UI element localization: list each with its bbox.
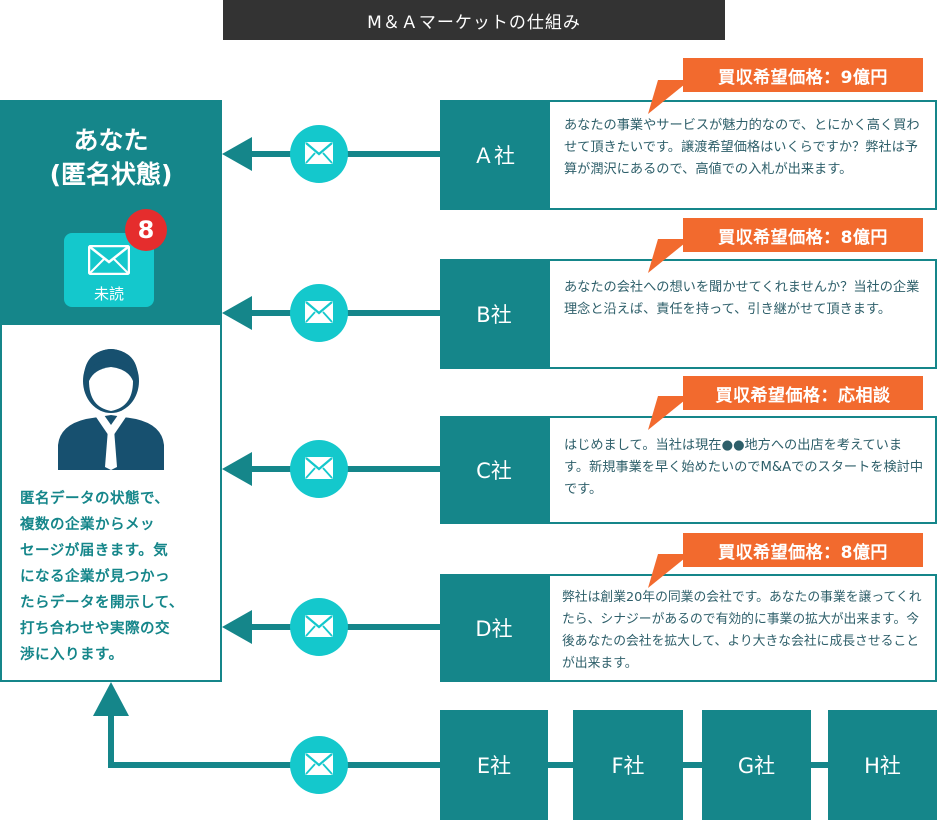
arrow-line-up (108, 712, 114, 768)
message-card-a: あなたの事業やサービスが魅力的なので、とにかく高く買わせて頂きたいです。譲渡希望… (548, 100, 937, 210)
message-card-d: 弊社は創業20年の同業の会社です。あなたの事業を譲ってくれたら、シナジーがあるの… (548, 574, 937, 682)
arrow-head-a (222, 137, 252, 171)
price-tag-d: 買収希望価格：8億円 (683, 533, 923, 567)
company-d[interactable]: D社 (440, 574, 548, 682)
company-g[interactable]: G社 (702, 710, 811, 820)
arrow-head-d (222, 610, 252, 644)
price-tag-pointer (648, 396, 690, 430)
mail-icon (305, 753, 333, 775)
you-title-line2: (匿名状態) (49, 160, 173, 189)
you-desc-line: たらデータを開示して、 (20, 595, 184, 611)
arrow-line-bottom (108, 762, 440, 768)
company-a[interactable]: Ａ社 (440, 100, 548, 210)
arrow-head-up (93, 682, 129, 716)
arrow-head-b (222, 296, 252, 330)
you-description: 匿名データの状態で、 複数の企業からメッ セージが届きます。気 になる企業が見つ… (20, 486, 206, 668)
person-icon (58, 349, 164, 470)
you-desc-line: 打ち合わせや実際の交 (20, 621, 170, 637)
price-tag-b: 買収希望価格：8億円 (683, 218, 923, 252)
you-desc-line: 匿名データの状態で、 (20, 491, 170, 507)
price-tag-pointer (648, 239, 690, 273)
price-tag-a: 買収希望価格：9億円 (683, 58, 923, 92)
price-tag-pointer (648, 554, 690, 588)
company-f[interactable]: F社 (573, 710, 683, 820)
mail-icon (305, 142, 333, 164)
you-desc-line: 複数の企業からメッ (20, 517, 155, 533)
message-card-c: はじめまして。当社は現在●●地方への出店を考えています。新規事業を早く始めたいの… (548, 416, 937, 524)
company-h[interactable]: H社 (828, 710, 937, 820)
price-tag-pointer (648, 80, 690, 114)
arrow-head-c (222, 452, 252, 486)
mail-icon (88, 245, 130, 275)
company-e[interactable]: E社 (440, 710, 548, 820)
you-title-line1: あなた (73, 126, 149, 155)
mail-icon (305, 615, 333, 637)
mail-icon (305, 301, 333, 323)
you-title: あなた (匿名状態) (0, 124, 222, 192)
unread-label: 未読 (93, 285, 124, 303)
you-desc-line: になる企業が見つかっ (20, 569, 170, 585)
price-tag-c: 買収希望価格：応相談 (683, 376, 923, 410)
company-c[interactable]: C社 (440, 416, 548, 524)
you-desc-line: 渉に入ります。 (20, 647, 124, 663)
unread-count-badge: 8 (125, 209, 167, 251)
page-title: M＆Ａマーケットの仕組み (223, 0, 725, 40)
you-desc-line: セージが届きます。気 (20, 543, 169, 559)
mail-icon (305, 457, 333, 479)
message-card-b: あなたの会社への想いを聞かせてくれませんか？当社の企業理念と沿えば、責任を持って… (548, 259, 937, 369)
company-b[interactable]: B社 (440, 259, 548, 369)
